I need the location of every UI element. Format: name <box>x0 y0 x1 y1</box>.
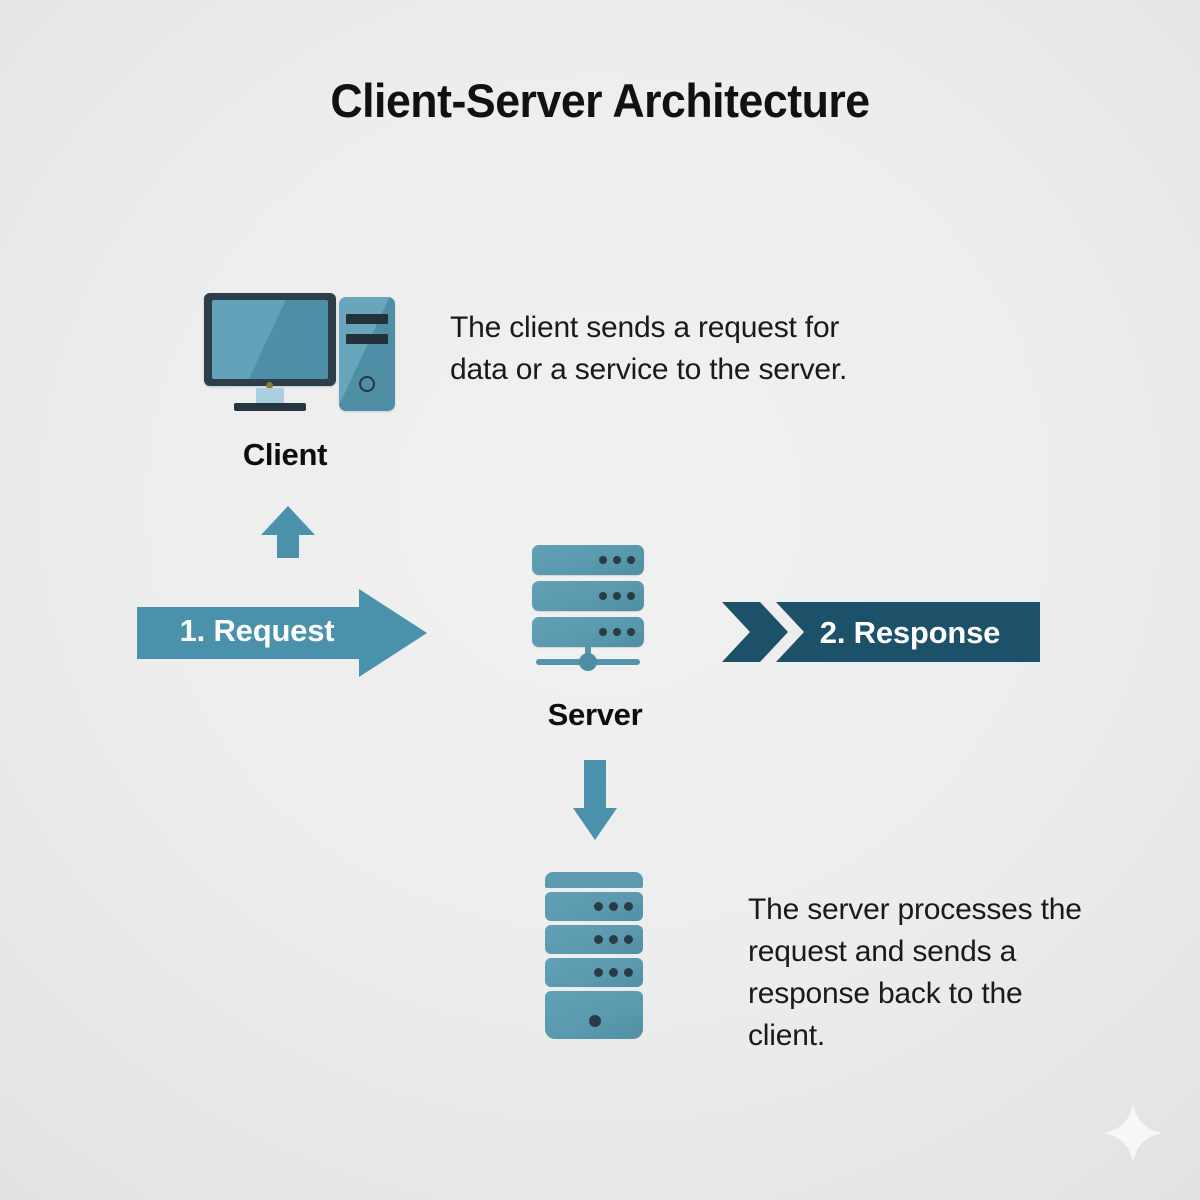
tower-drive-bay-2 <box>346 334 388 344</box>
client-label: Client <box>242 437 328 472</box>
server-description-text: The server processes the request and sen… <box>748 893 1082 1052</box>
server-rack-unit-2 <box>532 581 644 611</box>
server-rack-unit-3 <box>532 617 644 647</box>
arrow-up-icon <box>261 506 315 558</box>
page-title: Client-Server Architecture <box>330 74 870 127</box>
request-flow-arrow <box>137 589 427 677</box>
monitor-stand-neck <box>256 388 284 405</box>
server-status-dots <box>594 902 633 911</box>
tower-power-button-icon <box>359 376 375 392</box>
server-network-node <box>579 653 597 671</box>
response-flow-banner <box>722 602 1040 662</box>
client-computer-icon <box>200 293 400 418</box>
computer-tower-icon <box>339 297 395 411</box>
server-status-dots <box>599 556 635 564</box>
server-status-dots <box>599 592 635 600</box>
server-tower-bay-1 <box>545 892 643 921</box>
tower-drive-bay-1 <box>346 314 388 324</box>
server-tower-power-dot <box>589 1015 601 1027</box>
sparkle-icon <box>1103 1103 1163 1163</box>
server-rack-unit-1 <box>532 545 644 575</box>
response-banner-label: 2. Response <box>819 615 1001 650</box>
server-status-dots <box>594 968 633 977</box>
arrow-down-icon <box>573 760 617 840</box>
server-tower-icon <box>545 872 643 1040</box>
server-tower-top-cap <box>545 872 643 888</box>
monitor-stand-base <box>234 403 306 411</box>
server-rack-icon <box>532 545 654 671</box>
server-tower-bay-3 <box>545 958 643 987</box>
monitor-screen <box>212 300 328 379</box>
client-description-text: The client sends a request for data or a… <box>450 311 848 386</box>
monitor-bezel <box>204 293 336 386</box>
server-status-dots <box>594 935 633 944</box>
server-label: Server <box>547 697 643 732</box>
monitor-indicator-dot <box>266 381 273 389</box>
server-status-dots <box>599 628 635 636</box>
server-tower-bay-2 <box>545 925 643 954</box>
request-arrow-label: 1. Request <box>179 613 335 648</box>
server-tower-base <box>545 991 643 1039</box>
